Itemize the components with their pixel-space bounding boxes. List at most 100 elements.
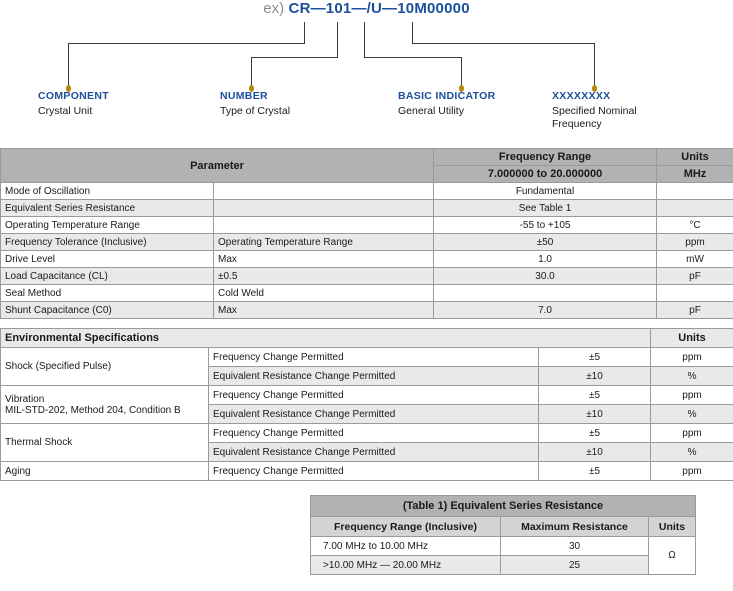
legend-item-basic-indicator: BASIC INDICATOR General Utility	[398, 90, 495, 118]
table-one-resistance: 25	[500, 555, 649, 575]
table-one-range: >10.00 MHz — 20.00 MHz	[310, 555, 501, 575]
param-condition: ±0.5	[212, 267, 435, 285]
param-value: Fundamental	[433, 182, 658, 200]
header-units: Units	[656, 148, 733, 166]
legend-item-component: COMPONENT Crystal Unit	[38, 90, 109, 118]
table-row: Equivalent Resistance Change Permitted±1…	[1, 404, 733, 424]
header-parameter: Parameter	[0, 148, 435, 183]
environmental-value: ±10	[537, 366, 652, 386]
example-prefix: ex)	[263, 0, 285, 17]
table-row: Operating Temperature Range-55 to +105°C	[0, 216, 733, 234]
environmental-value: ±5	[537, 423, 652, 443]
tick-basic-indicator	[364, 22, 365, 58]
legend-desc-frequency-line1: Specified Nominal	[552, 105, 637, 117]
legend-title-frequency: XXXXXXXX	[552, 90, 611, 102]
legend-desc-number: Type of Crystal	[220, 105, 291, 117]
param-value: See Table 1	[433, 199, 658, 217]
table-one-range: 7.00 MHz to 10.00 MHz	[310, 536, 501, 556]
environmental-criterion: Equivalent Resistance Change Permitted	[208, 366, 539, 386]
param-condition	[212, 216, 435, 234]
param-unit: pF	[656, 267, 733, 285]
part-number-legend: COMPONENT Crystal Unit NUMBER Type of Cr…	[0, 90, 733, 142]
header-units-value: MHz	[656, 165, 733, 183]
bracket-frequency-drop	[594, 43, 595, 87]
header-frequency-range-value: 7.000000 to 20.000000	[433, 165, 658, 183]
param-value: 1.0	[433, 250, 658, 268]
param-name: Shunt Capacitance (C0)	[0, 301, 214, 319]
table-one-esr: (Table 1) Equivalent Series Resistance F…	[309, 495, 697, 575]
environmental-criterion: Frequency Change Permitted	[208, 461, 539, 481]
bracket-number-drop	[251, 57, 252, 87]
marker-dot-component	[66, 85, 71, 92]
table-row: Equivalent Series Resistance See Table 1	[0, 199, 733, 217]
environmental-group-name-line1: Aging	[5, 465, 31, 477]
table-row: Equivalent Resistance Change Permitted±1…	[1, 442, 733, 462]
header-environmental-units: Units	[650, 328, 733, 348]
legend-desc-frequency-line2: Frequency	[552, 118, 602, 130]
bracket-basic-indicator-drop	[461, 57, 462, 87]
environmental-value: ±5	[537, 347, 652, 367]
param-name: Frequency Tolerance (Inclusive)	[0, 233, 214, 251]
table-one-title-row: (Table 1) Equivalent Series Resistance	[309, 495, 697, 517]
environmental-criterion: Frequency Change Permitted	[208, 347, 539, 367]
environmental-unit: %	[650, 404, 733, 424]
tick-frequency	[412, 22, 413, 44]
environmental-unit: %	[650, 366, 733, 386]
environmental-unit: %	[650, 442, 733, 462]
environmental-group-name-line1: Shock (Specified Pulse)	[5, 361, 112, 372]
table-one-header-maximum-resistance: Maximum Resistance	[500, 516, 649, 537]
param-name: Equivalent Series Resistance	[0, 199, 214, 217]
param-condition: Cold Weld	[212, 284, 435, 302]
param-name: Operating Temperature Range	[0, 216, 214, 234]
environmental-value: ±10	[537, 442, 652, 462]
table-row: Shock (Specified Pulse) Frequency Change …	[0, 347, 733, 386]
part-number-example: ex) CR—101—/U—10M00000	[0, 0, 733, 24]
environmental-group-name-line1: Thermal Shock	[5, 437, 73, 448]
param-condition	[212, 182, 435, 200]
environmental-criterion: Frequency Change Permitted	[208, 423, 539, 443]
param-unit	[656, 182, 733, 200]
table-one-header-frequency-range: Frequency Range (Inclusive)	[310, 516, 501, 537]
param-condition	[212, 199, 435, 217]
param-unit: ppm	[656, 233, 733, 251]
param-unit: pF	[656, 301, 733, 319]
parameter-table-header-row-2: 7.000000 to 20.000000 MHz	[1, 165, 733, 183]
legend-desc-component: Crystal Unit	[38, 105, 93, 117]
marker-dot-number	[249, 85, 254, 92]
table-one-resistance: 30	[500, 536, 649, 556]
environmental-value: ±5	[537, 385, 652, 405]
param-condition: Max	[212, 250, 435, 268]
legend-item-number: NUMBER Type of Crystal	[220, 90, 290, 118]
environmental-table-body: Shock (Specified Pulse) Frequency Change …	[0, 347, 733, 481]
param-name: Mode of Oscillation	[0, 182, 214, 200]
environmental-unit: ppm	[650, 423, 733, 443]
header-frequency-range: Frequency Range	[433, 148, 658, 166]
environmental-value: ±10	[537, 404, 652, 424]
param-value	[433, 284, 658, 302]
table-row: Frequency Tolerance (Inclusive)Operating…	[0, 233, 733, 251]
part-number-bracket-diagram	[0, 22, 733, 92]
table-one-title: (Table 1) Equivalent Series Resistance	[309, 495, 697, 517]
marker-dot-frequency	[592, 85, 597, 92]
table-row: Mode of Oscillation Fundamental	[0, 182, 733, 200]
part-number-code: CR—101—/U—10M00000	[288, 0, 470, 17]
tick-number	[337, 22, 338, 58]
param-unit: mW	[656, 250, 733, 268]
table-one-header-row: Frequency Range (Inclusive) Maximum Resi…	[310, 516, 697, 537]
param-name: Seal Method	[0, 284, 214, 302]
legend-title-number: NUMBER	[220, 90, 268, 102]
legend-title-component: COMPONENT	[38, 90, 109, 102]
environmental-unit: ppm	[650, 461, 733, 481]
legend-title-basic-indicator: BASIC INDICATOR	[398, 90, 496, 102]
table-one-header-units: Units	[647, 516, 697, 537]
environmental-group-name-line1: Vibration	[5, 393, 45, 405]
bracket-component-horizontal	[68, 43, 305, 44]
parameter-table-header-row-1: Parameter Frequency Range Units	[0, 148, 733, 183]
environmental-group-name-line2: MIL-STD-202, Method 204, Condition B	[5, 404, 181, 416]
param-unit: °C	[656, 216, 733, 234]
